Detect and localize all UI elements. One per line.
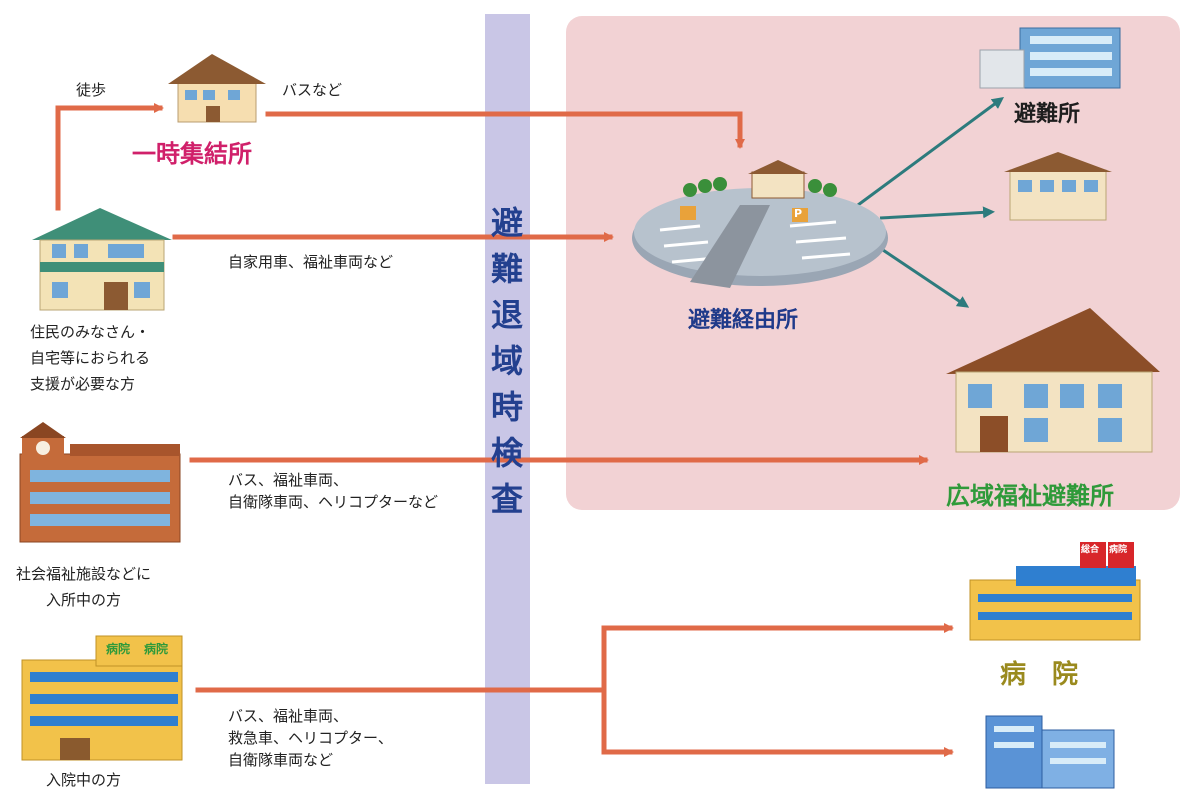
arrow-relay-to-shelter1 [857, 97, 1005, 207]
parking-p-text: P [794, 207, 803, 220]
arrow-hospital-down [601, 687, 954, 757]
evac-shelter-house-icon [1004, 152, 1112, 221]
hospital-building-icon [985, 715, 1115, 789]
checkpoint-char: 域 [490, 342, 523, 380]
checkpoint-char: 難 [490, 250, 523, 288]
patient-hospital-icon [21, 635, 183, 761]
sign-hospital-text-3: 病院 [144, 642, 169, 656]
general-hospital-sign-2: 病院 [1109, 545, 1127, 555]
hospital-transport-line3: 自衛隊車両など [228, 751, 334, 769]
patient-hospital-sign: 病院 [106, 640, 130, 657]
wide-area-welfare-shelter-icon [946, 308, 1160, 453]
arrow-hospital-up [601, 623, 954, 693]
residents-label-line2: 自宅等におられる [30, 349, 151, 367]
temp-assembly-label: 一時集結所 [132, 140, 252, 168]
sign-general-text: 総合 [1081, 545, 1100, 555]
arrow-assembly-to-relay [265, 111, 745, 149]
checkpoint-char: 避 [490, 204, 523, 242]
patient-hospital-sign-2: 病院 [144, 640, 168, 657]
checkpoint-band [485, 14, 530, 784]
residents-label-line1: 住民のみなさん・ [30, 323, 151, 341]
hospital-label: 病 院 [1000, 660, 1079, 690]
arrow-walk-to-assembly [55, 103, 164, 211]
wide-area-welfare-label: 広域福祉避難所 [946, 482, 1114, 510]
sign-hospital-text: 病院 [1109, 545, 1128, 555]
general-hospital-icon [969, 542, 1141, 641]
arrow-relay-to-shelter2 [879, 206, 995, 220]
welfare-facility-icon [19, 422, 181, 543]
checkpoint-char: 検 [490, 434, 523, 472]
evac-relay-parking-icon [632, 160, 888, 288]
facility-people-line2: 入所中の方 [46, 591, 122, 609]
resident-house-icon [32, 208, 172, 311]
residents-label-line3: 支援が必要な方 [30, 375, 136, 393]
checkpoint-char: 査 [490, 480, 523, 518]
parking-sign: P [794, 207, 802, 220]
facility-transport-line1: バス、福祉車両、 [228, 471, 349, 489]
sign-hospital-text-2: 病院 [106, 642, 131, 656]
inpatients-label: 入院中の方 [46, 771, 122, 789]
bus-etc-label: バスなど [282, 81, 343, 99]
evac-shelter-label: 避難所 [1014, 102, 1081, 127]
evac-shelter-building-icon [979, 27, 1121, 89]
checkpoint-char: 退 [490, 296, 523, 334]
private-car-label: 自家用車、福祉車両など [228, 253, 394, 271]
evac-relay-label: 避難経由所 [688, 308, 799, 333]
facility-people-line1: 社会福祉施設などに [16, 565, 152, 583]
facility-transport-line2: 自衛隊車両、ヘリコプターなど [228, 493, 439, 511]
teal-arrows [857, 97, 1005, 308]
arrow-relay-to-welfare [867, 238, 970, 308]
hospital-transport-line2: 救急車、ヘリコプター、 [228, 729, 393, 747]
walk-label: 徒歩 [76, 81, 107, 99]
temp-assembly-house-icon [168, 54, 266, 123]
orange-arrows [55, 103, 954, 757]
hospital-transport-line1: バス、福祉車両、 [228, 707, 349, 725]
checkpoint-char: 時 [490, 388, 523, 426]
checkpoint-label: 避 難 退 域 時 検 査 [483, 200, 531, 522]
general-hospital-sign: 総合 [1081, 545, 1099, 555]
